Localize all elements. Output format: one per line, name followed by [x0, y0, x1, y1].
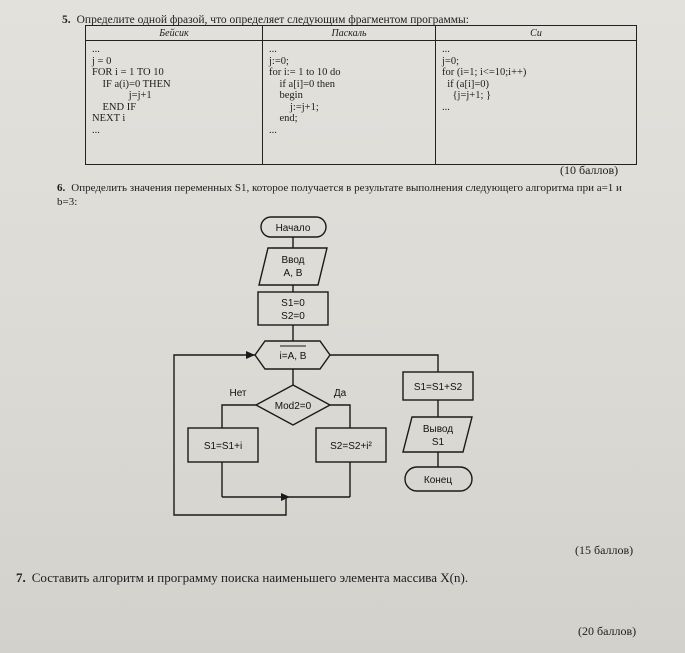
code-pascal: ... j:=0; for i:= 1 to 10 do if a[i]=0 t… [262, 40, 436, 165]
flow-arrowhead [246, 351, 255, 359]
flow-yes-label: Да [334, 388, 347, 399]
flow-left-box-shape [187, 427, 259, 463]
code-c: ... j=0; for (i=1; i<=10;i++) if (a[i]=0… [435, 40, 637, 165]
flow-end-shape [404, 466, 473, 492]
question-6-heading: 6.Определить значения переменных S1, кот… [57, 181, 637, 209]
question-5-heading: 5. Определите одной фразой, что определяе… [62, 14, 469, 26]
code-table-row: ... j = 0 FOR i = 1 TO 10 IF a(i)=0 THEN… [85, 40, 637, 165]
flow-decision-label: Mod2=0 [275, 401, 312, 412]
flow-start-label: Начало [276, 223, 311, 234]
question-6-text: Определить значения переменных S1, котор… [57, 182, 622, 208]
flow-decision-shape [254, 384, 332, 426]
flow-output-label-2: S1 [432, 437, 445, 448]
flow-loop-exit [330, 354, 439, 372]
flow-init-label-2: S2=0 [281, 311, 305, 322]
flow-no-label: Нет [229, 388, 246, 399]
flow-no-branch [221, 404, 256, 428]
flow-loop-label: i=A, B [280, 351, 307, 362]
code-table: Бейсик Паскаль Си ... j = 0 FOR i = 1 TO… [85, 25, 637, 165]
question-7-points: (20 баллов) [578, 624, 637, 638]
flow-right-box-shape [315, 427, 387, 463]
question-5-number: 5. [62, 14, 71, 26]
question-5-points: (10 баллов) [560, 163, 619, 177]
flow-loop-back [173, 354, 287, 516]
flow-input-shape [258, 247, 328, 286]
flow-arrowhead [281, 493, 290, 501]
question-6-points: (15 баллов) [575, 543, 634, 557]
flow-init-label-1: S1=0 [281, 298, 305, 309]
flow-input-label-2: A, B [284, 268, 303, 279]
flow-output-shape [402, 416, 473, 453]
code-table-header-row: Бейсик Паскаль Си [85, 25, 637, 41]
question-6-number: 6. [57, 182, 66, 194]
flow-sum-label: S1=S1+S2 [414, 382, 463, 393]
question-5-text: Определите одной фразой, что определяет … [76, 14, 469, 26]
flow-left-box-label: S1=S1+i [204, 441, 242, 452]
flow-input-label-1: Ввод [281, 255, 304, 266]
flow-right-box-label: S2=S2+i² [330, 441, 372, 452]
question-7-heading: 7. Составить алгоритм и программу поиска … [16, 570, 468, 586]
flow-end-label: Конец [424, 475, 452, 486]
question-7-number: 7. [16, 570, 26, 585]
flow-output-label-1: Вывод [423, 424, 453, 435]
flow-yes-branch [330, 404, 351, 428]
question-7-text: Составить алгоритм и программу поиска на… [31, 570, 469, 585]
